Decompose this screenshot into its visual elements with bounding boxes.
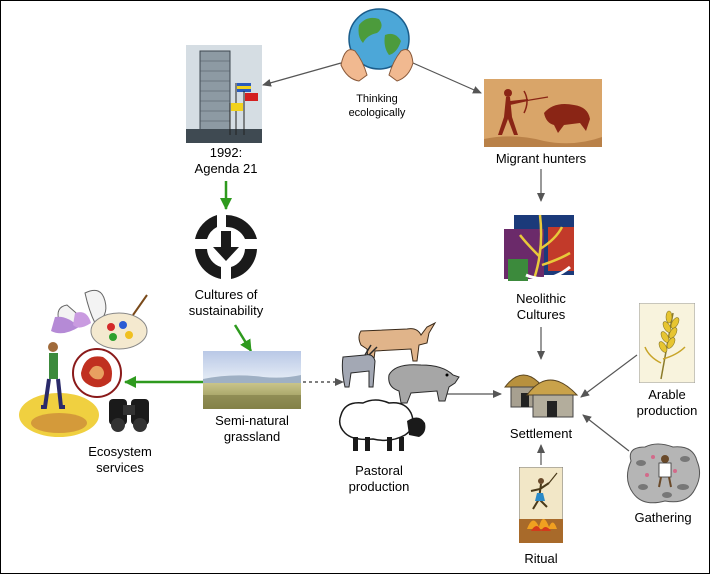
arrow-arable-to-settlement bbox=[580, 354, 638, 398]
grassland-line2: grassland bbox=[223, 429, 281, 444]
node-ritual-label: Ritual bbox=[524, 551, 558, 566]
arable-line2: production bbox=[636, 403, 698, 418]
pastoral-line1: Pastoral bbox=[355, 463, 403, 478]
arable-line1: Arable bbox=[648, 387, 686, 402]
pastoral-line2: production bbox=[348, 479, 410, 494]
node-grassland-label: Semi-natural grassland bbox=[197, 413, 307, 445]
arrow-cultures-to-grassland bbox=[233, 324, 253, 352]
node-gathering-label: Gathering bbox=[634, 510, 692, 525]
arrow-thinking-to-agenda bbox=[262, 62, 342, 87]
node-ecosystem-label: Ecosystem services bbox=[65, 444, 175, 476]
node-neolithic-label: Neolithic Cultures bbox=[491, 291, 591, 323]
huts-icon bbox=[503, 361, 581, 421]
arrow-thinking-to-migrant bbox=[412, 62, 482, 94]
grassland-photo-icon bbox=[203, 351, 301, 409]
agenda-line1: 1992: bbox=[209, 145, 243, 160]
gathering-icon bbox=[623, 441, 703, 507]
node-thinking-label: Thinking ecologically bbox=[329, 92, 425, 120]
neolithic-plant-icon bbox=[504, 209, 578, 285]
livestock-icon bbox=[335, 317, 467, 457]
agenda-line2: Agenda 21 bbox=[194, 161, 258, 176]
recycle-icon bbox=[187, 209, 265, 285]
globe-hands-icon bbox=[337, 5, 417, 83]
neolithic-line1: Neolithic bbox=[516, 291, 566, 306]
cave-painting-icon bbox=[484, 79, 602, 147]
ecosystem-line1: Ecosystem bbox=[88, 444, 152, 459]
ecosystem-line2: services bbox=[96, 460, 144, 475]
node-arable-label: Arable production bbox=[625, 387, 709, 419]
node-settlement-label: Settlement bbox=[509, 426, 573, 441]
node-agenda-label: 1992: Agenda 21 bbox=[171, 145, 281, 177]
wheat-icon bbox=[639, 303, 695, 383]
ecosystem-collage-icon bbox=[15, 287, 161, 445]
arrow-gathering-to-settlement bbox=[582, 414, 630, 452]
grassland-line1: Semi-natural bbox=[215, 413, 289, 428]
cultures-line1: Cultures of bbox=[194, 287, 258, 302]
thinking-line1: Thinking bbox=[356, 93, 398, 105]
neolithic-line2: Cultures bbox=[516, 307, 566, 322]
un-building-icon bbox=[186, 45, 262, 143]
cultures-line2: sustainability bbox=[188, 303, 264, 318]
node-migrant-label: Migrant hunters bbox=[495, 151, 587, 166]
node-cultures-label: Cultures of sustainability bbox=[166, 287, 286, 319]
thinking-line2: ecologically bbox=[348, 107, 406, 119]
ritual-dancer-icon bbox=[519, 467, 563, 543]
node-pastoral-label: Pastoral production bbox=[329, 463, 429, 495]
